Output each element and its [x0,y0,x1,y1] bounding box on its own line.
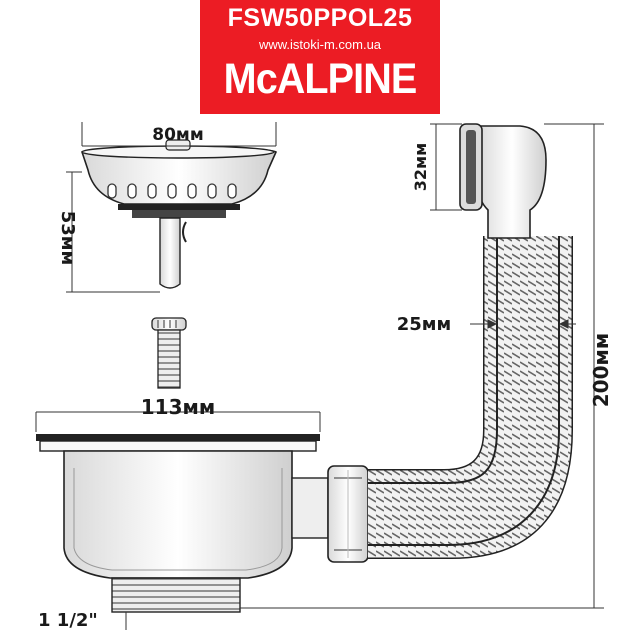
connecting-screw [151,317,187,389]
brand-logo: McALPINE [223,55,418,103]
total-height-label: 200мм [589,333,613,407]
hose-diameter-label: 25мм [397,314,451,335]
union-nut [327,465,369,563]
dim-bowl-width [35,411,321,432]
strainer-height-label: 53мм [57,211,78,265]
website-link[interactable]: www.istoki-m.com.ua [258,37,382,52]
dim-hose-diameter [470,319,576,329]
thread-size-label: 1 1/2" [38,610,98,631]
model-code: FSW50PPOL25 [227,4,413,32]
dim-strainer-height [66,171,160,293]
bowl-width-label: 113мм [141,395,215,419]
dim-total-height [240,123,604,609]
strainer-width-label: 80мм [152,125,203,145]
brand-banner: FSW50PPOL25 www.istoki-m.com.ua McALPINE [200,0,440,114]
corrugated-hose [368,236,573,559]
dim-overflow-height [430,123,462,211]
overflow-fitting [459,123,547,239]
dim-strainer-width [81,122,277,147]
strainer-basket [81,139,277,289]
overflow-height-label: 32мм [411,143,430,191]
outlet-body [36,434,329,613]
